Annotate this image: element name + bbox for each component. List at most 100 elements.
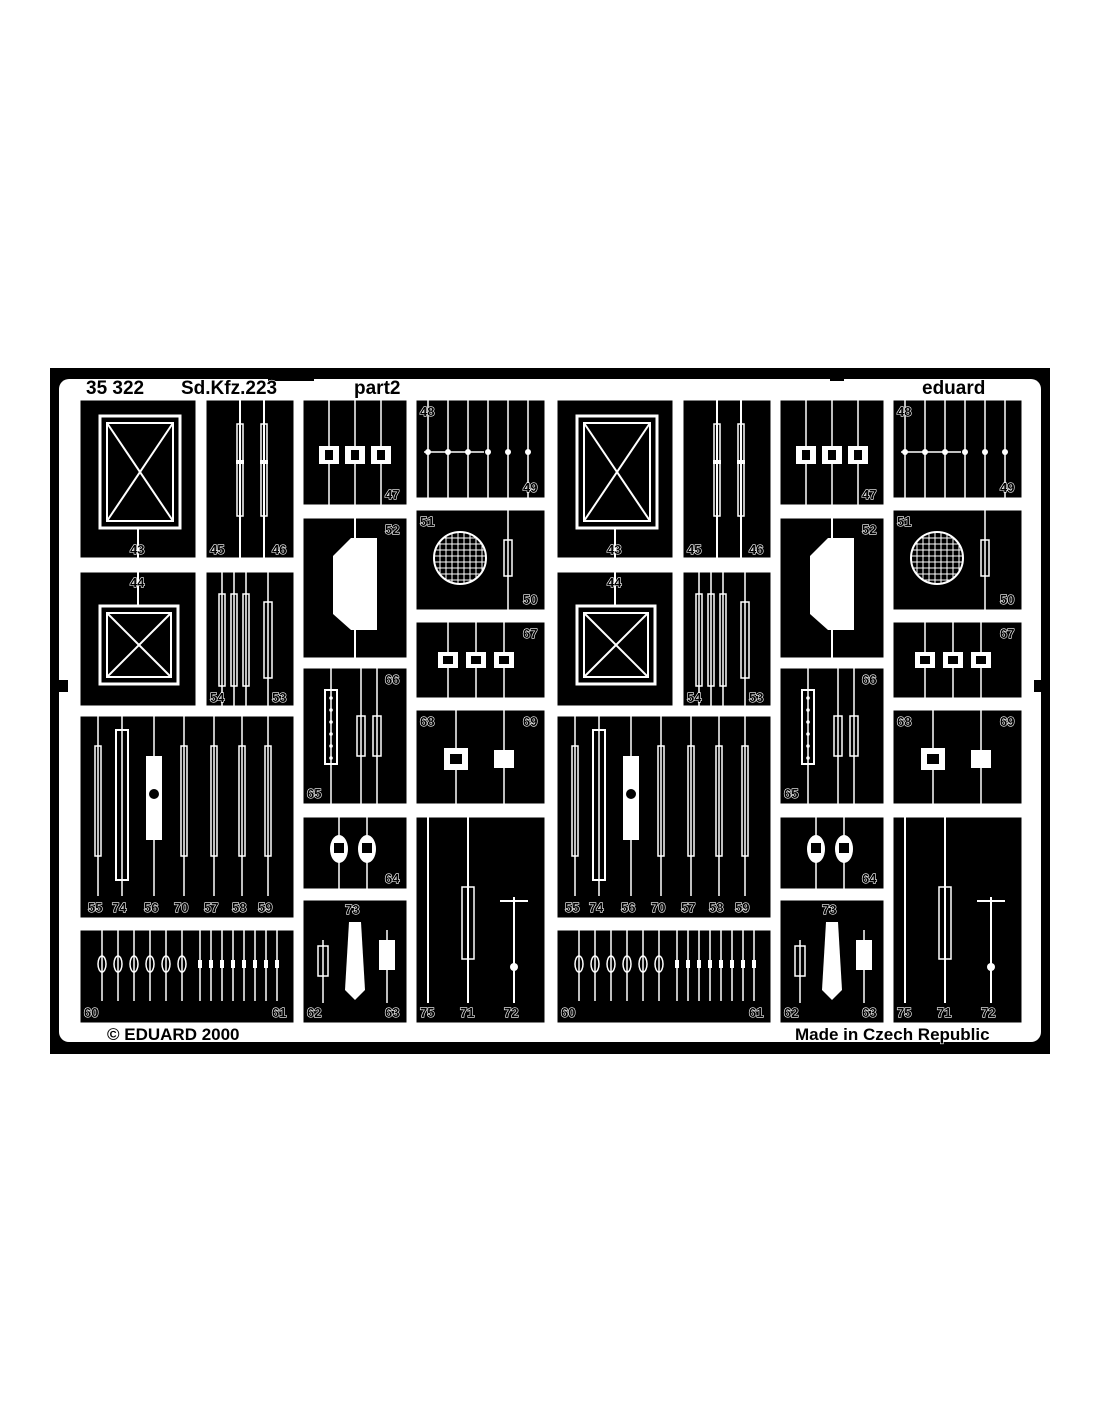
etch-tool (822, 922, 842, 1000)
part-number-48: 48 (897, 404, 911, 419)
panel-44: 44 (556, 571, 674, 707)
panel-43: 43 (556, 399, 674, 559)
etch-fill (713, 460, 721, 464)
etch-pin (574, 955, 584, 973)
panel-bg (415, 709, 546, 805)
part-number-66: 66 (385, 672, 399, 687)
etch-dot (962, 449, 968, 455)
etch-pin (177, 955, 187, 973)
etch-line (583, 422, 651, 522)
etch-outline (938, 886, 952, 960)
fret-part: part2 (354, 378, 400, 399)
etch-fill (264, 960, 268, 968)
etch-outline (707, 593, 715, 687)
panel-bg (415, 816, 546, 1024)
part-number-62: 62 (784, 1005, 798, 1020)
etch-outline (317, 945, 329, 977)
etch-fill (443, 656, 453, 664)
etch-fill (971, 750, 991, 768)
panel-bg (302, 667, 408, 805)
etch-fill (351, 450, 359, 460)
panel-64: 64 (779, 816, 885, 890)
etch-fill (976, 656, 986, 664)
etch-outline (106, 612, 172, 678)
etch-outline (719, 593, 727, 687)
part-number-69: 69 (523, 714, 537, 729)
part-number-72: 72 (504, 1005, 518, 1020)
etch-pin (161, 955, 171, 973)
etch-fill (811, 843, 821, 853)
etch-outline (264, 745, 272, 857)
etch-outline (260, 423, 268, 517)
panel-66-65: 66 65 (302, 667, 408, 805)
etch-dot (485, 449, 491, 455)
etch-outline (715, 745, 723, 857)
part-number-71: 71 (460, 1005, 474, 1020)
panel-52: 52 (302, 517, 408, 659)
etch-line (106, 612, 172, 678)
etch-outline (180, 745, 188, 857)
etch-dot (329, 720, 333, 724)
part-number-46: 46 (749, 542, 763, 557)
part-number-74: 74 (589, 900, 604, 915)
part-number-69: 69 (1000, 714, 1014, 729)
copyright-text: © EDUARD 2000 (107, 1025, 240, 1044)
etch-fill (730, 960, 734, 968)
panel-47: 47 (302, 399, 408, 506)
etch-dot (149, 789, 159, 799)
etch-fill (920, 656, 930, 664)
etch-dot (806, 696, 810, 700)
etch-outline (324, 689, 338, 765)
etch-outline (218, 593, 226, 687)
part-number-71: 71 (937, 1005, 951, 1020)
panel-bg (682, 399, 772, 559)
frame-notches (58, 372, 1044, 692)
etch-outline (356, 715, 366, 757)
etch-fill (379, 940, 395, 970)
part-number-65: 65 (307, 786, 321, 801)
part-number-75: 75 (420, 1005, 434, 1020)
etch-dot (806, 708, 810, 712)
etch-plate (810, 538, 854, 630)
part-number-52: 52 (862, 522, 876, 537)
part-number-63: 63 (862, 1005, 876, 1020)
etch-line (106, 422, 174, 522)
part-number-51: 51 (420, 514, 434, 529)
part-number-67: 67 (1000, 626, 1014, 641)
etch-pin (129, 955, 139, 973)
etch-fill (737, 460, 745, 464)
panel-bg (892, 509, 1023, 611)
etch-mesh-ring (910, 531, 964, 585)
part-number-70: 70 (174, 900, 188, 915)
etch-dot (329, 696, 333, 700)
etch-dot (329, 732, 333, 736)
etch-fill (253, 960, 257, 968)
etch-pin (113, 955, 123, 973)
etch-dot (525, 449, 531, 455)
part-number-61: 61 (272, 1005, 286, 1020)
part-number-59: 59 (258, 900, 272, 915)
etch-fill (708, 960, 712, 968)
panel-67: 67 (892, 621, 1023, 699)
part-number-54: 54 (687, 690, 702, 705)
etch-outline (98, 414, 182, 530)
etch-dot (329, 708, 333, 712)
part-number-58: 58 (232, 900, 246, 915)
origin-text: Made in Czech Republic (795, 1025, 990, 1044)
part-number-58: 58 (709, 900, 723, 915)
part-number-48: 48 (420, 404, 434, 419)
panel-bg (556, 929, 772, 1024)
etch-fill (377, 450, 385, 460)
part-number-56: 56 (144, 900, 158, 915)
etch-dot (626, 789, 636, 799)
etch-fill (719, 960, 723, 968)
etch-fill (260, 460, 268, 464)
